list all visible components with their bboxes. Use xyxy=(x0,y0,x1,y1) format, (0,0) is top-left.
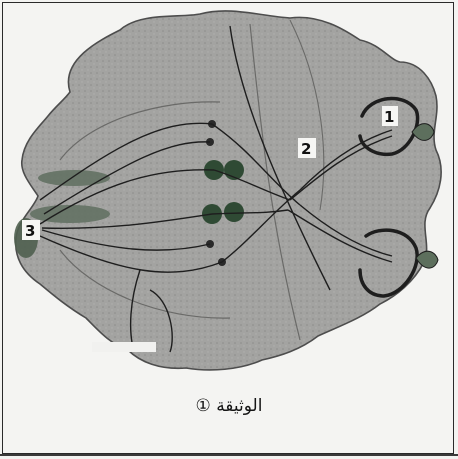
figure-caption: الوثيقة ① xyxy=(0,396,458,416)
erased-region xyxy=(92,342,156,352)
brain-outline xyxy=(16,11,441,370)
label-2: 2 xyxy=(301,140,311,158)
label-3: 3 xyxy=(25,222,35,240)
visual-cortex-region xyxy=(30,205,110,223)
label-1: 1 xyxy=(384,108,394,126)
lateral-geniculate-nucleus xyxy=(224,202,244,222)
visual-cortex-region xyxy=(38,170,110,186)
